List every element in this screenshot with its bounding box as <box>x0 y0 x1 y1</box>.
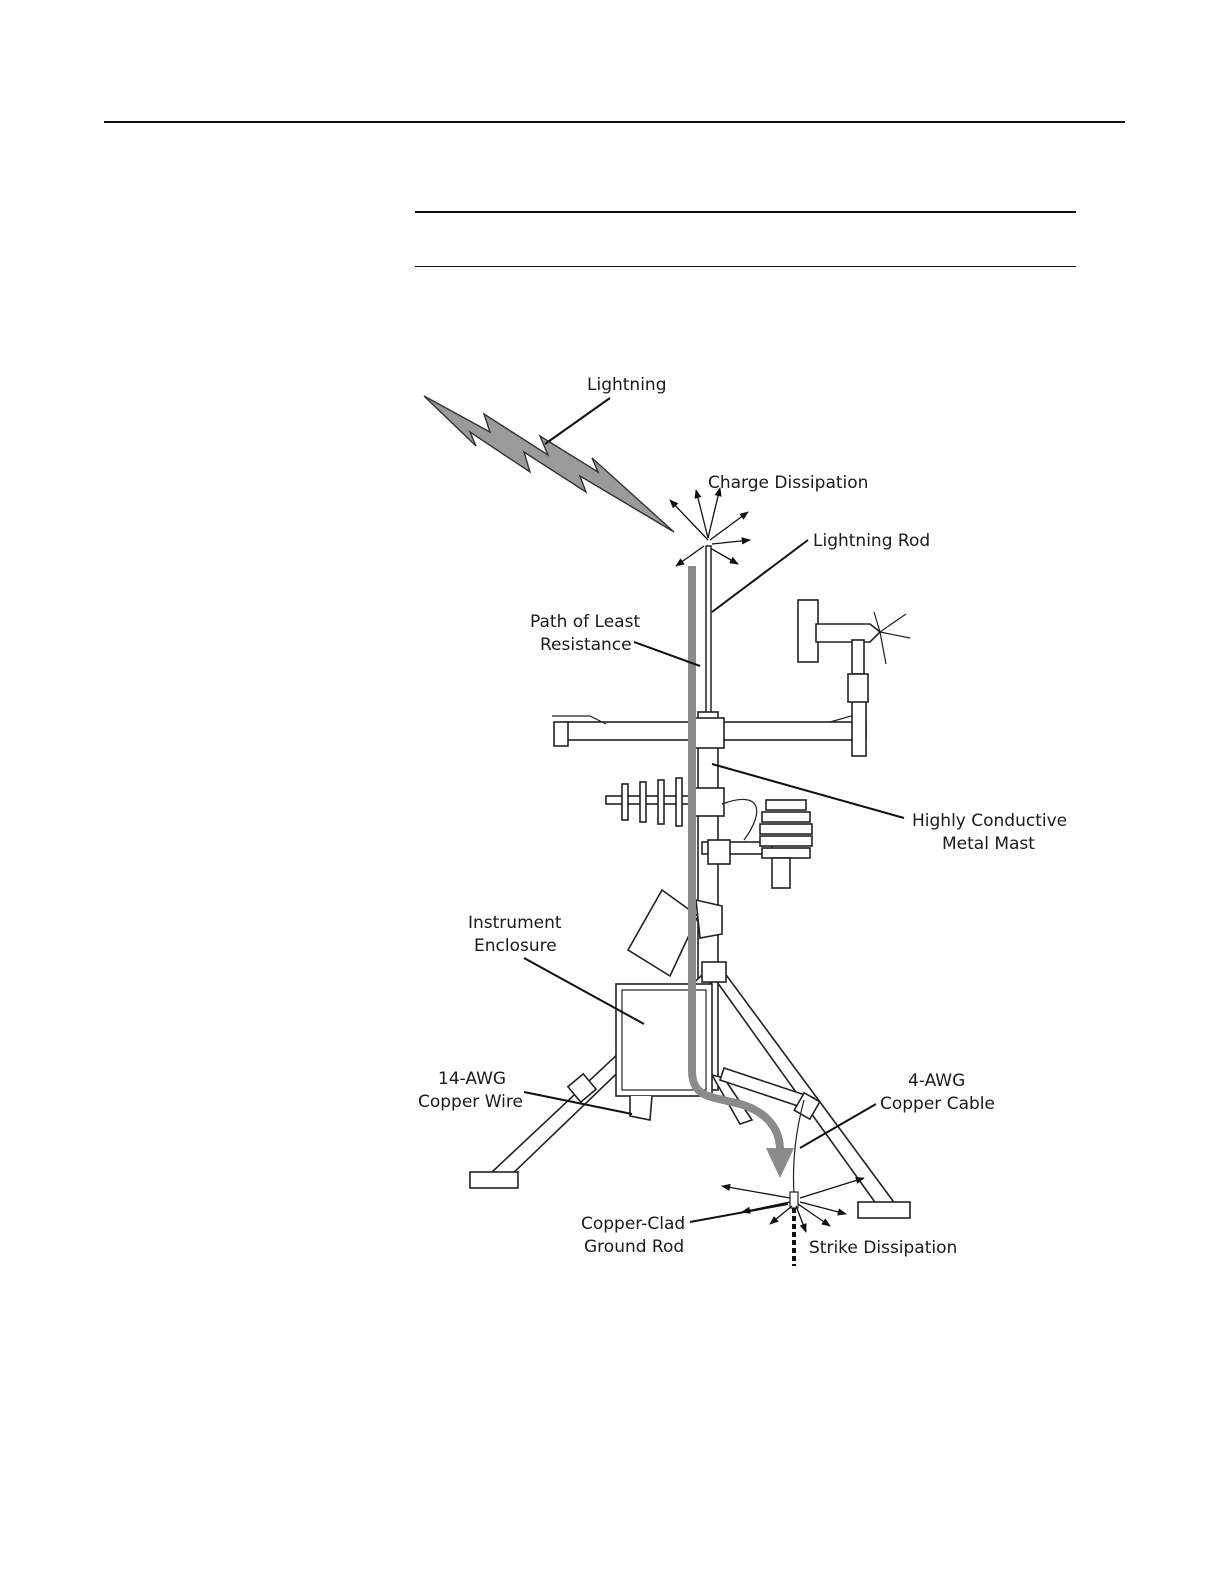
label-mast-line1: Highly Conductive <box>912 811 1067 831</box>
label-mast-line2: Metal Mast <box>942 834 1035 854</box>
yagi-antenna <box>606 778 757 840</box>
label-rod-line1: Copper-Clad <box>581 1214 685 1234</box>
label-wire-line1: 14-AWG <box>438 1069 506 1089</box>
label-rod-line2: Ground Rod <box>584 1237 684 1257</box>
wind-monitor <box>798 600 910 702</box>
label-cable-line2: Copper Cable <box>880 1094 995 1114</box>
label-path-line1: Path of Least <box>530 612 640 632</box>
lightning-bolt <box>424 396 674 532</box>
label-enclosure-line1: Instrument <box>468 913 562 933</box>
label-cable-line1: 4-AWG <box>908 1071 965 1091</box>
label-lightning-rod: Lightning Rod <box>813 531 930 551</box>
label-enclosure-line2: Enclosure <box>474 936 557 956</box>
ground-rod <box>790 1192 798 1266</box>
lightning-rod <box>706 546 711 718</box>
label-charge-dissipation: Charge Dissipation <box>708 473 868 493</box>
label-lightning: Lightning <box>587 375 667 395</box>
instrument-enclosure <box>616 984 712 1120</box>
label-path-line2: Resistance <box>540 635 632 655</box>
label-strike-dissipation: Strike Dissipation <box>809 1238 957 1258</box>
label-wire-line2: Copper Wire <box>418 1092 523 1112</box>
